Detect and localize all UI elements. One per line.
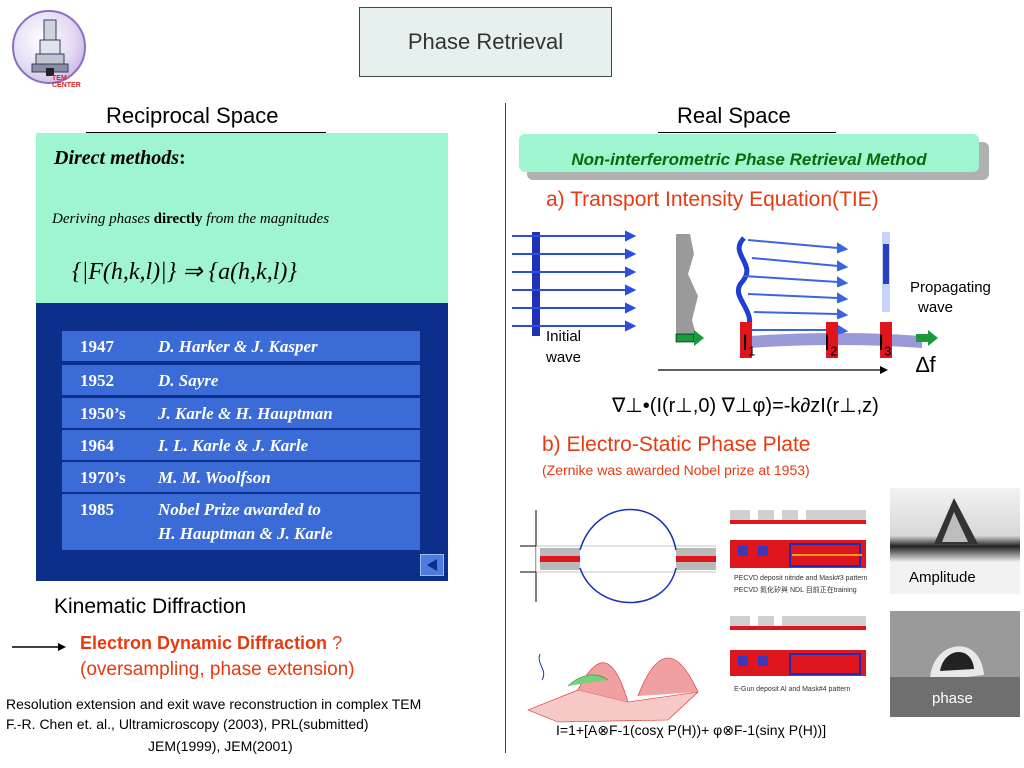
kinematic-diffraction-label: Kinematic Diffraction xyxy=(54,595,247,618)
phase-plate-schematic xyxy=(520,508,716,604)
reconstruction-equation: I=1+[A⊗F-1(cosχ P(H))+ φ⊗F-1(sinχ P(H))] xyxy=(556,722,827,738)
initial-wave-label-line1: Initial xyxy=(546,328,582,345)
dynamic-diffraction-note: (oversampling, phase extension) xyxy=(80,659,355,680)
arrow-right-icon xyxy=(12,643,66,651)
logo-label: TEM CENTER xyxy=(52,75,81,89)
method-banner: Non-interferometric Phase Retrieval Meth… xyxy=(519,134,979,172)
reciprocal-heading-rule xyxy=(86,132,326,133)
tie-diagram xyxy=(512,230,938,374)
phase-specimen-image xyxy=(890,646,1020,717)
previous-slide-button[interactable] xyxy=(420,554,444,576)
direct-methods-title: Direct methods: xyxy=(54,147,186,169)
phase-surface-plot xyxy=(518,640,712,724)
direct-methods-panel: Direct methods: Deriving phases directly… xyxy=(36,133,448,303)
direct-methods-formula: {|F(h,k,l)|} ⇒ {a(h,k,l)} xyxy=(72,259,297,285)
amplitude-label: Amplitude xyxy=(909,569,976,586)
amplitude-specimen-image xyxy=(934,498,978,544)
direct-methods-subtitle: Deriving phases directly from the magnit… xyxy=(52,211,330,227)
phase-plate-title: b) Electro-Static Phase Plate xyxy=(542,433,811,456)
tie-title: a) Transport Intensity Equation(TIE) xyxy=(546,188,879,211)
intensity-label-i2: I2 xyxy=(824,330,838,359)
real-space-heading-rule xyxy=(658,132,836,133)
fabrication-diagram-1 xyxy=(728,506,880,568)
reference-line: JEM(1999), JEM(2001) xyxy=(148,738,293,754)
fab-note-2: E-Gun deposit Al and Mask#4 pattern xyxy=(734,686,851,693)
microscope-icon xyxy=(31,19,69,76)
slide-title: Phase Retrieval xyxy=(359,7,612,77)
history-row: 1985 Nobel Prize awarded to H. Hauptman … xyxy=(62,494,420,550)
defocus-label: ∆f xyxy=(916,352,936,377)
vertical-divider xyxy=(505,103,506,753)
propagating-wave-label-line1: Propagating xyxy=(910,279,991,296)
phase-image xyxy=(890,611,1020,717)
reciprocal-space-heading: Reciprocal Space xyxy=(106,103,279,128)
tem-center-logo: TEM CENTER xyxy=(10,8,90,89)
tie-equation: ∇⊥•(I(r⊥,0) ∇⊥φ)=-k∂zI(r⊥,z) xyxy=(612,395,879,417)
phase-label: phase xyxy=(932,690,973,707)
fab-note-1a: PECVD deposit nitride and Mask#3 pattern xyxy=(734,575,868,582)
amplitude-image xyxy=(890,488,1020,594)
fabrication-diagram-2 xyxy=(730,616,866,676)
real-space-heading: Real Space xyxy=(677,103,791,128)
back-arrow-icon xyxy=(427,559,437,571)
fab-note-1b: PECVD 氮化矽與 NDL 目前正在training xyxy=(734,587,857,594)
dynamic-diffraction-label: Electron Dynamic Diffraction ? xyxy=(80,633,343,653)
initial-wave-label-line2: wave xyxy=(546,349,582,366)
propagating-wave-label-line2: wave xyxy=(918,299,954,316)
intensity-label-i1: I1 xyxy=(742,330,756,359)
phase-plate-note: (Zernike was awarded Nobel prize at 1953… xyxy=(542,462,810,478)
reference-line: Resolution extension and exit wave recon… xyxy=(6,696,422,712)
reference-line: F.-R. Chen et. al., Ultramicroscopy (200… xyxy=(6,716,369,732)
intensity-label-i3: I3 xyxy=(878,330,892,359)
